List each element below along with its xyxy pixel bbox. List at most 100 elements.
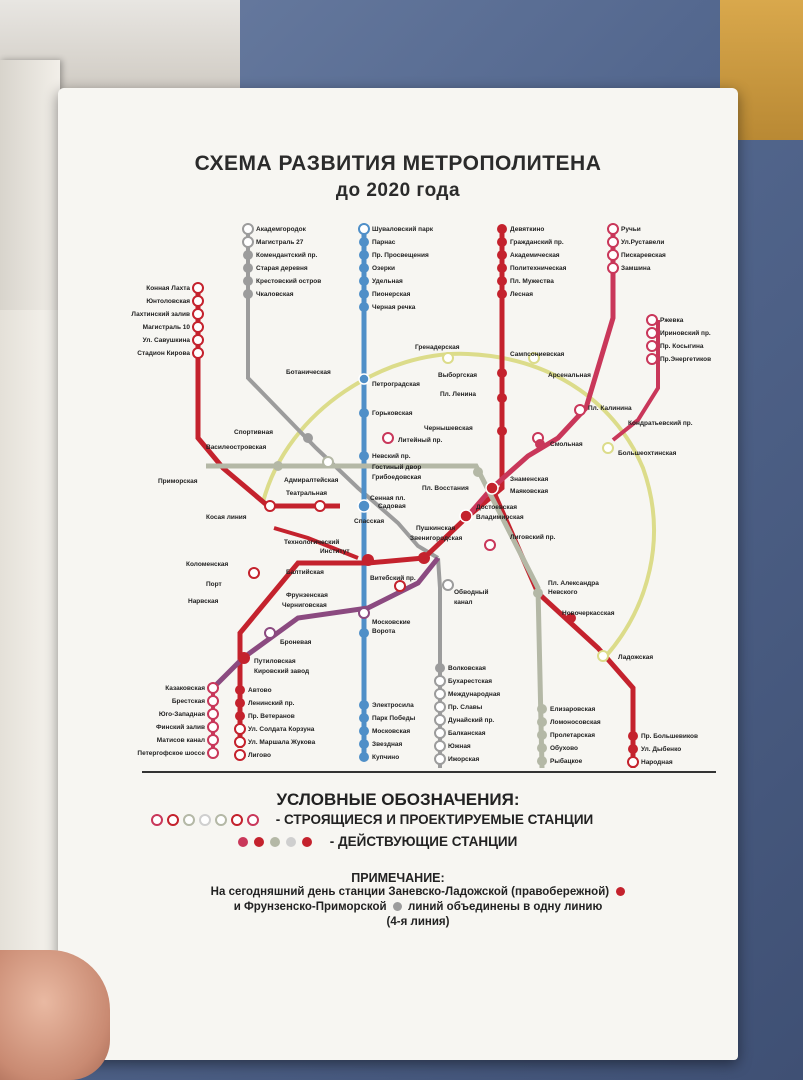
top-blue-stations <box>359 224 369 312</box>
label-grenaderskaya: Гренадерская <box>415 344 460 351</box>
label-gorkovskaya: Горьковская <box>372 410 413 417</box>
legend-planned-circles <box>150 813 272 827</box>
red-dot-icon <box>616 887 625 896</box>
label-ladozhskaya: Ладожская <box>618 654 653 661</box>
label-kolomenskaya: Коломенская <box>186 561 229 568</box>
label-bottom-blue: ЭлектросилаПарк ПобедыМосковскаяЗвездная… <box>372 702 416 761</box>
label-bolsheokhtinskaya: Большеохтинская <box>618 450 677 457</box>
label-bottom-grey: ВолковскаяБухарестскаяМеждународнаяПр. С… <box>448 665 500 763</box>
label-moskovskie2: Ворота <box>372 628 396 635</box>
legend-planned-dot <box>216 815 226 825</box>
legend-active-circles <box>236 835 326 849</box>
label-kirovsky: Кировский завод <box>254 667 309 675</box>
label-botanicheskaya: Ботаническая <box>286 369 331 376</box>
legend-active: - ДЕЙСТВУЮЩИЕ СТАНЦИИ <box>236 834 517 849</box>
label-obvodny2: канал <box>454 599 473 606</box>
label-teatralnaya: Театральная <box>286 490 327 497</box>
bottom-blue-stations <box>359 700 369 762</box>
label-sadovaya: Садовая <box>378 503 406 510</box>
label-smolnaya: Смольная <box>550 441 583 448</box>
label-narvskaya: Нарвская <box>188 598 219 605</box>
label-sennaya: Сенная пл. <box>370 495 405 502</box>
label-sampsonievskaya: Сампсониевская <box>510 351 565 358</box>
label-ligovsky: Лиговский пр. <box>510 533 556 541</box>
divider <box>142 771 716 773</box>
label-moskovskie1: Московские <box>372 619 411 626</box>
thumb <box>0 950 110 1080</box>
label-novocherkasskaya: Новочеркасская <box>562 610 615 617</box>
label-znamenskaya: Знаменская <box>510 476 548 483</box>
label-liteyny: Литейный пр. <box>398 436 443 444</box>
label-nevsky: Невский пр. <box>372 452 411 460</box>
label-port: Порт <box>206 581 222 588</box>
label-mayakovskaya: Маяковская <box>510 488 548 495</box>
legend-planned-dot <box>184 815 194 825</box>
legend-planned-dot <box>168 815 178 825</box>
label-chernigovskaya: Черниговская <box>282 602 327 609</box>
bottom-right-red-stations <box>628 731 638 767</box>
background-floor <box>160 0 803 70</box>
label-pl-lenina: Пл. Ленина <box>440 391 476 398</box>
legend-active-dot <box>270 837 280 847</box>
legend-active-dot <box>286 837 296 847</box>
label-bottom-right-red: Пр. БольшевиковУл. ДыбенкоНародная <box>641 733 698 766</box>
label-institut: Институт <box>320 548 350 555</box>
note-line-3: (4-я линия) <box>118 916 718 928</box>
legend-active-label: - ДЕЙСТВУЮЩИЕ СТАНЦИИ <box>330 834 518 849</box>
label-putilovskaya: Путиловская <box>254 658 296 665</box>
label-kondratyevsky: Кондратьевский пр. <box>628 419 693 427</box>
label-pushkinskaya: Пушкинская <box>416 525 455 532</box>
grey-dot-icon <box>393 902 402 911</box>
label-pl-al-nev1: Пл. Александра <box>548 580 599 587</box>
label-top-right-pink: РучьиУл.РуставелиПискаревскаяЗамшина <box>621 226 666 272</box>
label-tekhnolog: Технологический <box>284 538 339 546</box>
legend-active-dot <box>238 837 248 847</box>
label-vitebsky: Витебский пр. <box>370 574 416 582</box>
label-baltiyskaya: Балтийская <box>286 568 324 576</box>
legend-planned: - СТРОЯЩИЕСЯ И ПРОЕКТИРУЕМЫЕ СТАНЦИИ <box>150 812 593 827</box>
right-pink-stations <box>647 315 657 364</box>
label-zvenigorodskaya: Звенигородская <box>410 535 462 542</box>
legend-planned-label: - СТРОЯЩИЕСЯ И ПРОЕКТИРУЕМЫЕ СТАНЦИИ <box>276 812 593 827</box>
label-vasileostrovskaya: Василеостровская <box>206 444 267 451</box>
label-top-blue: Шуваловский паркПарнасПр. ПросвещенияОзе… <box>372 225 434 311</box>
label-chernyshevskaya: Чернышевская <box>424 425 473 432</box>
note-text-1: На сегодняшний день станции Заневско-Лад… <box>211 886 609 898</box>
label-spasskaya: Спасская <box>354 518 384 525</box>
note-text-2b: линий объединены в одну линию <box>408 901 602 913</box>
label-dostoevskaya: Достоевская <box>476 504 517 511</box>
note-text-2: и Фрунзенско-Приморской <box>234 901 387 913</box>
line4-south <box>492 488 633 768</box>
note-title: ПРИМЕЧАНИЕ: <box>58 871 738 885</box>
label-arsenalnaya: Арсенальная <box>548 372 591 379</box>
label-vladimirskaya: Владимирская <box>476 514 524 521</box>
label-petrogradskaya: Петроградская <box>372 381 420 388</box>
label-vyborgskaya: Выборгская <box>438 371 477 379</box>
legend-title: УСЛОВНЫЕ ОБОЗНАЧЕНИЯ: <box>58 790 738 810</box>
label-pl-vosstaniya: Пл. Восстания <box>422 485 469 492</box>
label-frunzenskaya: Фрунзенская <box>286 592 328 599</box>
label-griboedovskaya: Грибоедовская <box>372 473 421 481</box>
label-pl-kalinina: Пл. Калинина <box>588 405 632 412</box>
legend-planned-dot <box>248 815 258 825</box>
note-line-1: На сегодняшний день станции Заневско-Лад… <box>118 886 718 898</box>
label-kosaya: Косая линия <box>206 514 247 521</box>
legend-active-dot <box>254 837 264 847</box>
label-primorskaya: Приморская <box>158 478 198 485</box>
label-obvodny1: Обводный <box>454 588 488 596</box>
metro-map-page: СХЕМА РАЗВИТИЯ МЕТРОПОЛИТЕНА до 2020 год… <box>58 88 738 1060</box>
legend-planned-dot <box>232 815 242 825</box>
legend-active-dot <box>302 837 312 847</box>
label-admiralteyskaya: Адмиралтейская <box>284 476 339 484</box>
label-gostiny: Гостиный двор <box>372 463 421 471</box>
label-bronevaya: Броневая <box>280 639 312 646</box>
label-pl-al-nev2: Невского <box>548 589 578 596</box>
legend-planned-dot <box>152 815 162 825</box>
